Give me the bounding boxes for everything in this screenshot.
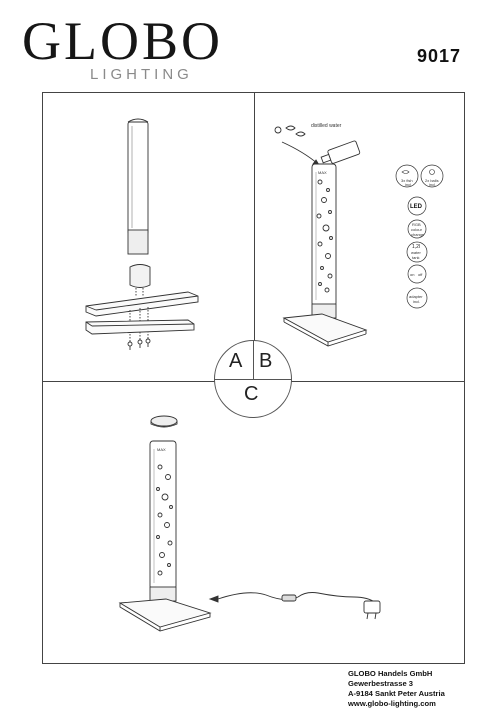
feature-icon-glyphs [401,169,435,175]
feature-led-label: LED [410,204,423,210]
base-connector [129,264,151,288]
section-divider-horizontal [215,379,291,380]
divider-vertical [254,93,255,381]
plug-arrow [208,595,219,603]
feature-adapter-sub: incl. [413,299,420,304]
panel-b-filling-illustration: MAX 3x fish incl. 2x balls incl. LED RGB… [274,125,444,347]
tube-base-ring [127,229,149,255]
arrow-into-tube [281,141,319,165]
company-address: GLOBO Handels GmbH Gewerbestrasse 3 A-91… [348,669,445,709]
feature-switch-off: off [418,272,423,277]
feature-rgb-label: RGB [412,222,421,227]
bubbles [316,179,333,293]
max-label: MAX [318,170,327,175]
tube-top-cap [127,118,149,123]
feature-fish-label: 3x fish [401,178,413,183]
ball-icon [429,169,435,175]
feature-rgb-change: change [411,232,425,237]
company-name: GLOBO Handels GmbH [348,669,433,678]
feature-icons [395,164,444,309]
panel-a-assembly-illustration [85,118,199,350]
tube-lid [150,415,178,427]
section-divider-vertical [253,341,254,380]
company-street: Gewerbestrasse 3 [348,679,414,688]
section-label-a: A [229,350,243,372]
section-label-b: B [259,350,273,372]
tube [127,121,149,235]
feature-rgb-colour: colour [411,227,423,232]
logo-wordmark: GLOBO [22,11,223,71]
feature-adapter-label: adapter [409,294,423,299]
max-label: MAX [157,447,166,452]
distilled-water-label: distilled water [311,123,342,129]
section-label-c: C [244,383,259,405]
feature-tank-water: water [411,250,421,255]
feature-fish-sub: incl. [405,182,412,187]
power-cable [217,592,377,604]
panel-c-finished-lamp-illustration: MAX [118,415,381,632]
water-bottle-icon [320,140,361,164]
company-city: A-9184 Sankt Peter Austria [348,689,445,698]
screws [127,338,151,350]
feature-tank-label: tank [412,255,420,260]
feature-switch-on: on [410,272,414,277]
power-adapter-icon [363,600,381,620]
logo-subtitle: LIGHTING [90,66,193,83]
company-website: www.globo-lighting.com [348,699,436,708]
cross-base [118,598,212,628]
inline-switch [281,594,297,602]
fish-icon [401,170,410,174]
feature-balls-label: 2x balls [425,178,439,183]
bubbles [156,464,173,576]
fish-and-balls-icon [274,125,306,137]
feature-tank-volume: 1,2l [412,244,420,250]
feature-balls-sub: incl. [429,182,436,187]
model-number: 9017 [416,46,461,66]
section-indicator: A B C [214,340,292,418]
base-plate-bottom [85,319,195,335]
